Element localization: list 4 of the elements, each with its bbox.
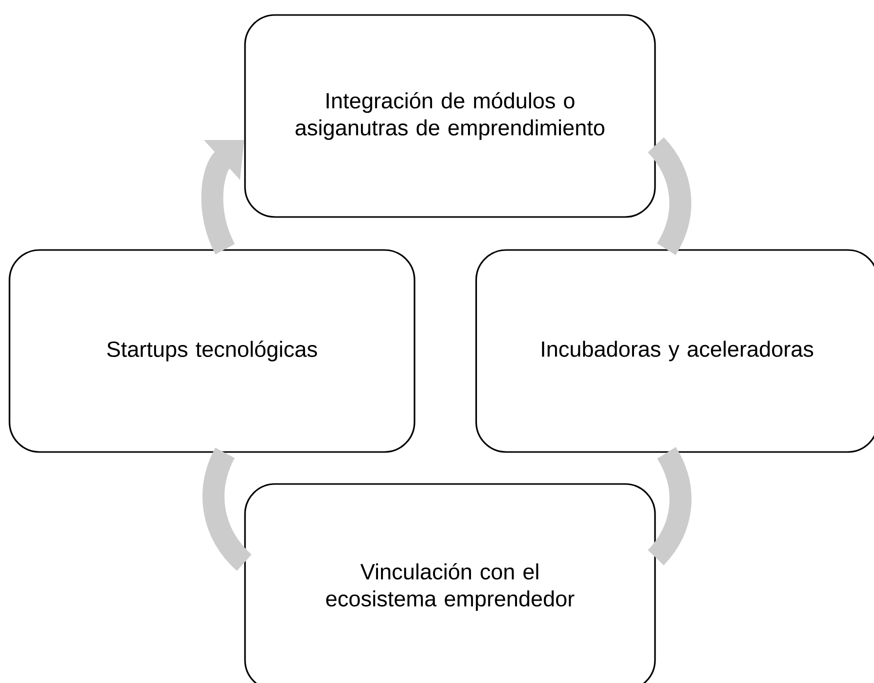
process-box: Vinculación con el ecosistema emprendedor (244, 483, 656, 683)
process-box: Startups tecnológicas (8, 249, 416, 453)
process-box: Incubadoras y aceleradoras (475, 249, 874, 453)
process-box: Integración de módulos o asiganutras de emprendimiento (244, 14, 656, 218)
